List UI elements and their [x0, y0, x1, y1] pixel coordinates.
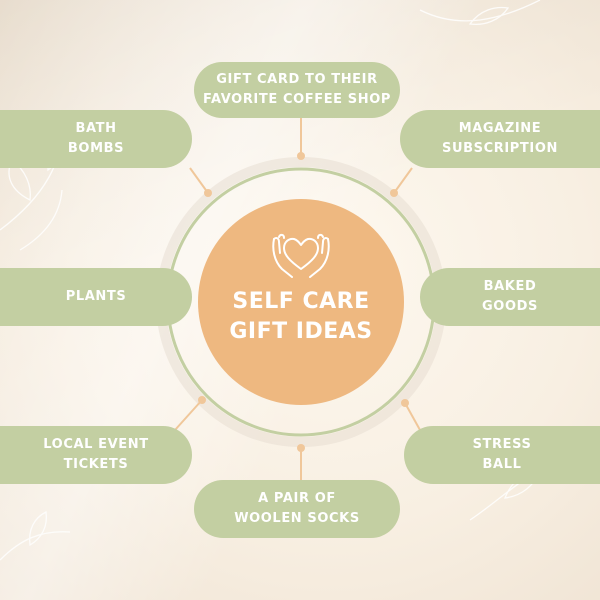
- idea-woolen-socks: A PAIR OF WOOLEN SOCKS: [194, 480, 400, 538]
- idea-baked-goods: BAKED GOODS: [420, 268, 600, 326]
- idea-magazine-subscription: MAGAZINE SUBSCRIPTION: [400, 110, 600, 168]
- idea-coffee-gift-card: GIFT CARD TO THEIR FAVORITE COFFEE SHOP: [194, 62, 400, 118]
- heart-hands-icon: [272, 233, 330, 278]
- idea-plants: PLANTS: [0, 268, 192, 326]
- idea-local-event-tickets: LOCAL EVENT TICKETS: [0, 426, 192, 484]
- idea-stress-ball: STRESS BALL: [404, 426, 600, 484]
- idea-bath-bombs: BATH BOMBS: [0, 110, 192, 168]
- center-title: SELF CARE GIFT IDEAS: [229, 289, 373, 344]
- center-circle: SELF CARE GIFT IDEAS: [198, 199, 404, 405]
